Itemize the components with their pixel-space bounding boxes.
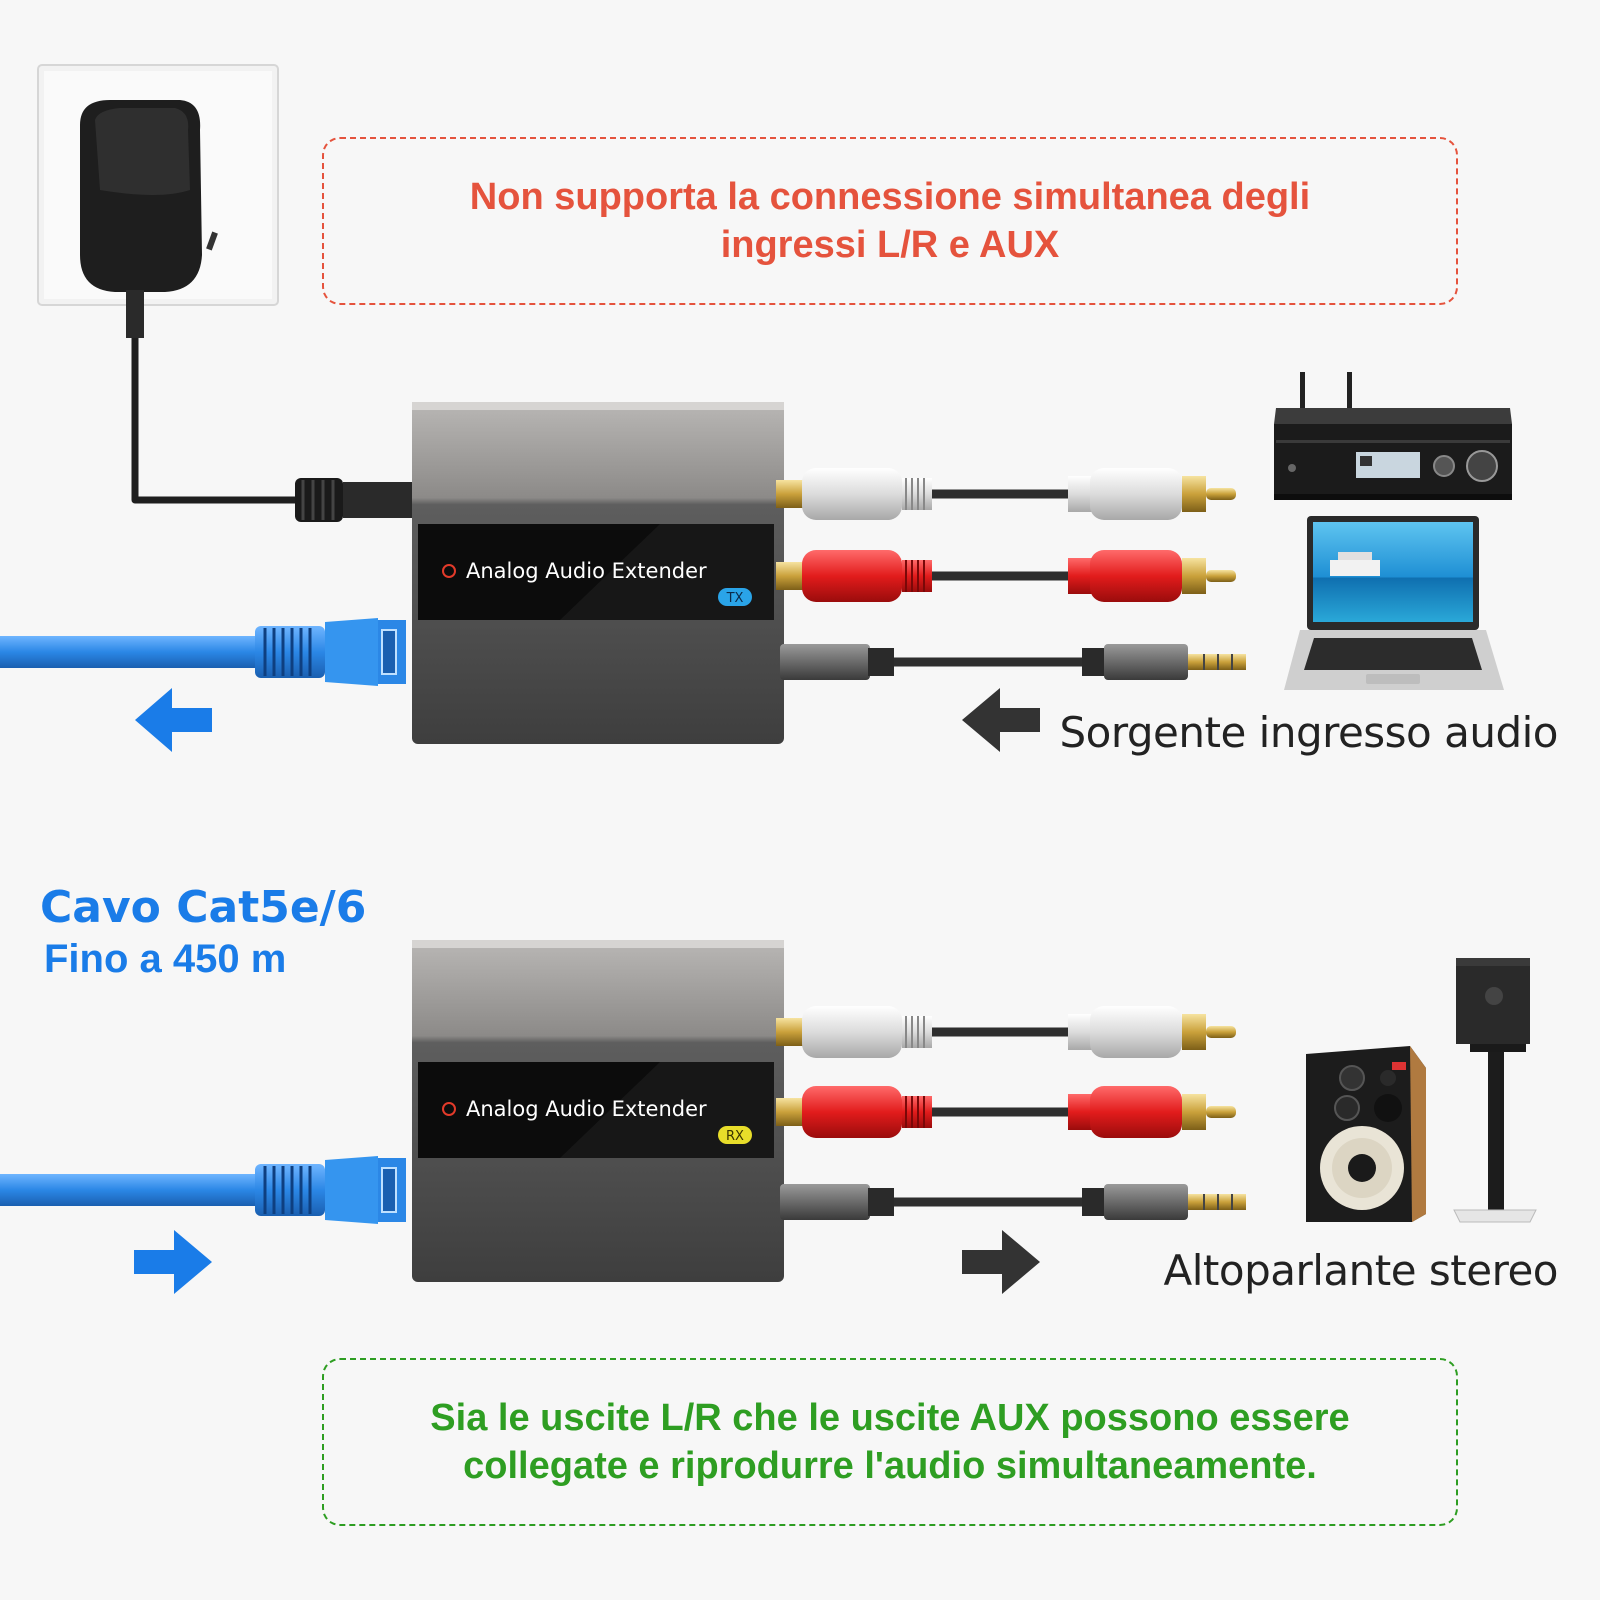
rca-red-plug-icon xyxy=(775,549,933,603)
av-receiver-icon xyxy=(1274,372,1512,500)
transmitter-device: Analog Audio Extender TX xyxy=(412,402,784,744)
rx-output-cables xyxy=(775,1005,1247,1221)
notice-input-warning: Non supporta la connessione simultanea d… xyxy=(322,137,1458,305)
cable-distance: Fino a 450 m xyxy=(44,937,287,981)
tx-input-cables xyxy=(775,467,1247,681)
rca-white-plug-icon xyxy=(1068,1006,1236,1058)
bookshelf-speaker-icon xyxy=(1306,1046,1426,1222)
notice-bottom-line-1: Sia le uscite L/R che le uscite AUX poss… xyxy=(430,1397,1350,1439)
aux-35mm-plug-icon xyxy=(780,1184,894,1220)
arrow-left-icon xyxy=(962,688,1040,752)
rca-white-plug-icon xyxy=(775,1005,933,1059)
laptop-icon xyxy=(1284,516,1504,690)
arrow-right-icon xyxy=(134,1230,212,1294)
aux-35mm-plug-icon xyxy=(1081,643,1247,681)
aux-35mm-plug-icon xyxy=(1081,1183,1247,1221)
rca-white-plug-icon xyxy=(775,467,933,521)
rj45-connector-icon xyxy=(0,616,408,688)
receiver-device: Analog Audio Extender RX xyxy=(412,940,784,1282)
receiver-label: Analog Audio Extender xyxy=(466,1097,707,1121)
arrow-right-icon xyxy=(962,1230,1040,1294)
power-adapter-icon xyxy=(37,64,413,522)
notice-bottom-line-2: collegate e riprodurre l'audio simultane… xyxy=(463,1445,1317,1487)
rj45-connector-icon xyxy=(0,1154,408,1226)
arrow-left-icon xyxy=(135,688,212,752)
rca-red-plug-icon xyxy=(1068,1086,1236,1138)
aux-35mm-plug-icon xyxy=(780,644,894,680)
tx-badge-label: TX xyxy=(726,591,744,606)
notice-output-info: Sia le uscite L/R che le uscite AUX poss… xyxy=(322,1358,1458,1526)
transmitter-label: Analog Audio Extender xyxy=(466,559,707,583)
rx-badge-label: RX xyxy=(726,1129,744,1144)
notice-top-line-2: ingressi L/R e AUX xyxy=(720,224,1060,266)
rca-red-plug-icon xyxy=(775,1085,933,1139)
cable-type: Cavo Cat5e/6 xyxy=(40,882,367,933)
notice-top-line-1: Non supporta la connessione simultanea d… xyxy=(469,176,1311,218)
tx-badge xyxy=(718,588,752,606)
audio-source-caption: Sorgente ingresso audio xyxy=(1059,708,1559,757)
rca-white-plug-icon xyxy=(1068,468,1236,520)
cable-spec-label: Cavo Cat5e/6 Fino a 450 m xyxy=(40,882,366,984)
rx-badge xyxy=(718,1126,752,1144)
rca-red-plug-icon xyxy=(1068,550,1236,602)
speaker-caption: Altoparlante stereo xyxy=(1163,1246,1559,1295)
bookshelf-speaker-icon xyxy=(1453,958,1537,1223)
